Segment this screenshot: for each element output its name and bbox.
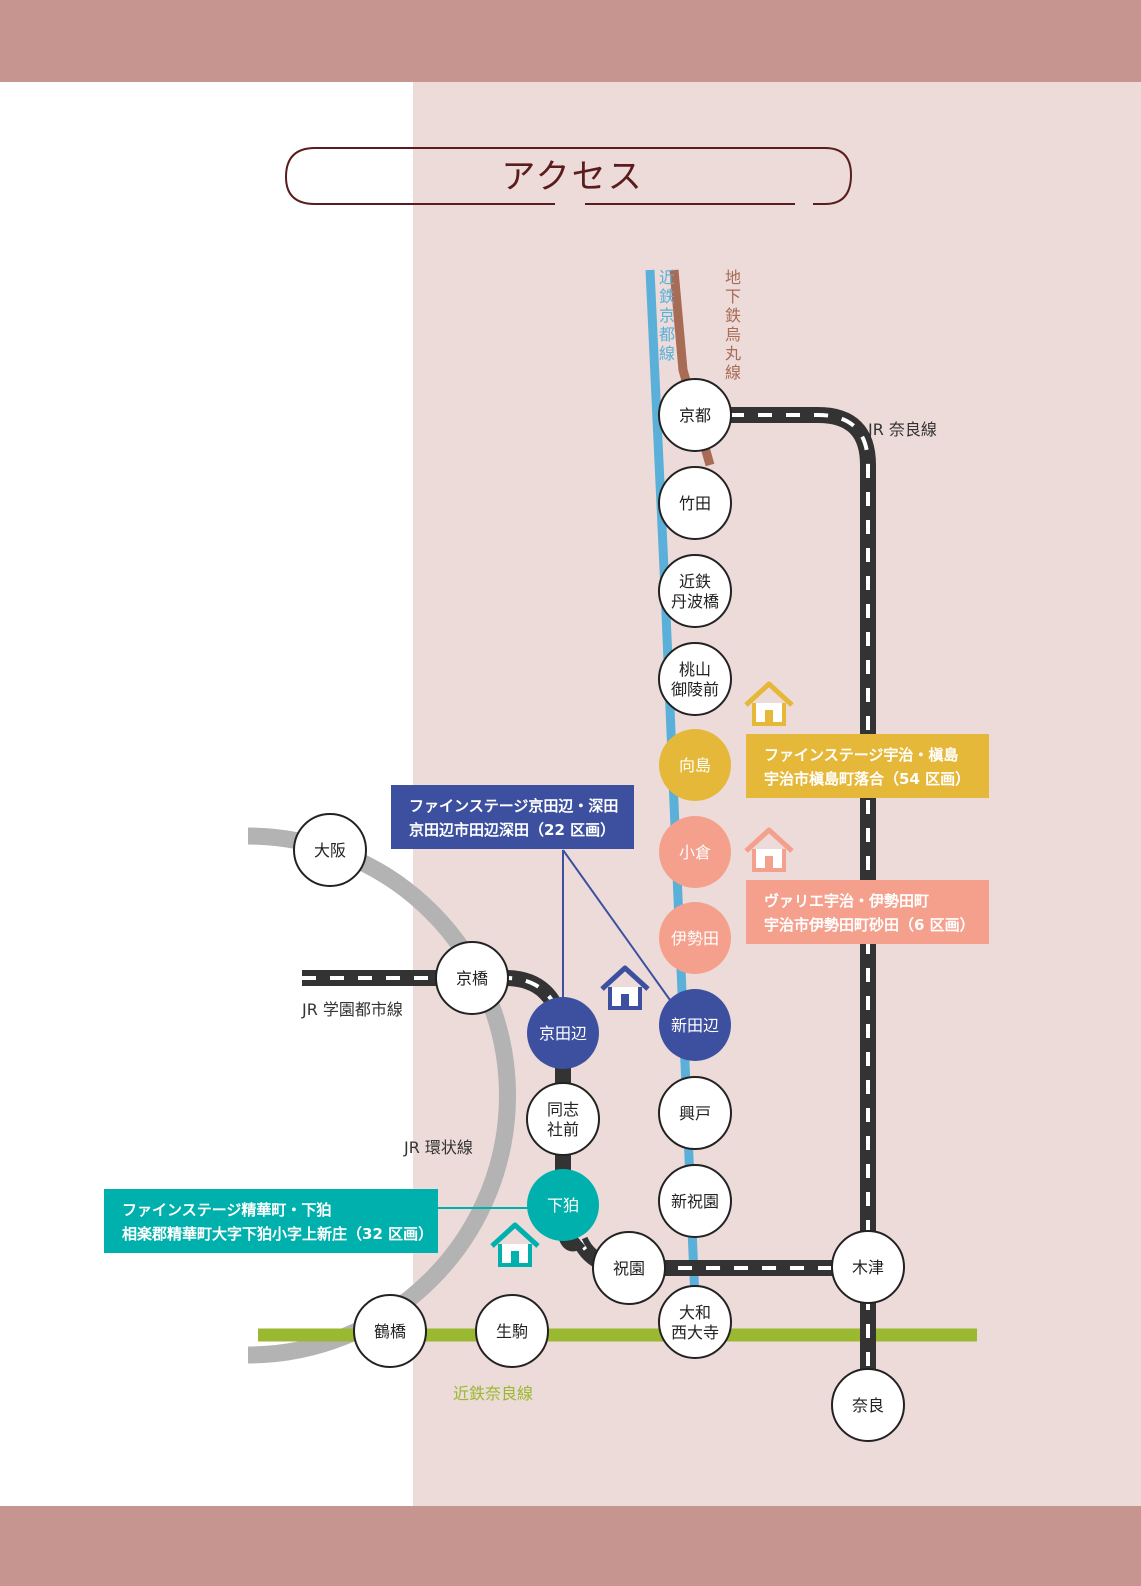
house-icon bbox=[744, 681, 794, 726]
station-label: 近鉄丹波橋 bbox=[671, 572, 719, 611]
station-marker bbox=[658, 1076, 732, 1150]
station-label: 祝園 bbox=[613, 1259, 645, 1278]
station-kyotanabe: 京田辺 bbox=[527, 997, 599, 1069]
karasuma-line-label: 地下鉄烏丸線 bbox=[724, 268, 741, 382]
station-shintanabe: 新田辺 bbox=[659, 989, 731, 1061]
station-marker bbox=[658, 642, 732, 716]
station-label: 奈良 bbox=[852, 1396, 884, 1415]
station-marker bbox=[831, 1368, 905, 1442]
station-marker bbox=[659, 989, 731, 1061]
station-takeda: 竹田 bbox=[658, 466, 732, 540]
property-address: 宇治市槇島町落合（54 区画） bbox=[764, 770, 971, 788]
station-kizu: 木津 bbox=[831, 1230, 905, 1304]
station-marker bbox=[592, 1231, 666, 1305]
station-momoyama: 桃山御陵前 bbox=[658, 642, 732, 716]
station-label: 竹田 bbox=[679, 494, 711, 513]
station-marker bbox=[659, 902, 731, 974]
station-osaka: 大阪 bbox=[293, 813, 367, 887]
property-box-makishima: ファインステージ宇治・槇島 宇治市槇島町落合（54 区画） bbox=[746, 734, 989, 798]
station-marker bbox=[293, 813, 367, 887]
station-marker bbox=[658, 466, 732, 540]
property-name: ヴァリエ宇治・伊勢田町 bbox=[764, 892, 930, 910]
station-label: 小倉 bbox=[679, 843, 711, 862]
jr-loop-line-label: JR 環状線 bbox=[404, 1138, 473, 1157]
station-marker bbox=[527, 997, 599, 1069]
station-yamatosaidaiji: 大和西大寺 bbox=[658, 1285, 732, 1359]
station-shimokoma: 下狛 bbox=[527, 1169, 599, 1241]
station-label: 木津 bbox=[852, 1258, 884, 1277]
station-marker bbox=[659, 816, 731, 888]
house-icon bbox=[600, 965, 650, 1010]
station-tsuruhashi: 鶴橋 bbox=[353, 1294, 427, 1368]
page-title-text: アクセス bbox=[501, 157, 644, 197]
station-label: 鶴橋 bbox=[374, 1322, 406, 1341]
station-marker bbox=[831, 1230, 905, 1304]
station-marker bbox=[353, 1294, 427, 1368]
station-label: 京田辺 bbox=[539, 1024, 587, 1043]
title-frame bbox=[285, 147, 853, 205]
station-label: 向島 bbox=[679, 756, 711, 775]
house-icon bbox=[744, 827, 794, 872]
station-marker bbox=[658, 1285, 732, 1359]
station-label: 下狛 bbox=[547, 1196, 579, 1215]
station-doshisha: 同志社前 bbox=[526, 1082, 600, 1156]
station-shinhosono: 新祝園 bbox=[658, 1164, 732, 1238]
top-band bbox=[0, 0, 1141, 82]
page-title: アクセス bbox=[285, 147, 860, 207]
station-label: 大阪 bbox=[314, 841, 346, 860]
station-ikoma: 生駒 bbox=[475, 1294, 549, 1368]
house-icon bbox=[490, 1222, 540, 1267]
station-marker bbox=[658, 378, 732, 452]
jr-nara-line-label: JR 奈良線 bbox=[868, 420, 937, 439]
property-address: 宇治市伊勢田町砂田（6 区画） bbox=[764, 916, 975, 934]
station-hosono: 祝園 bbox=[592, 1231, 666, 1305]
station-marker bbox=[659, 729, 731, 801]
kintetsu-kyoto-line-label: 近鉄京都線 bbox=[658, 268, 675, 363]
property-address: 京田辺市田辺深田（22 区画） bbox=[409, 821, 616, 839]
station-label: 伊勢田 bbox=[671, 929, 719, 948]
station-nara: 奈良 bbox=[831, 1368, 905, 1442]
station-label: 同志社前 bbox=[547, 1100, 579, 1139]
callout-line-shintanabe bbox=[562, 849, 671, 1001]
station-label: 新田辺 bbox=[671, 1016, 719, 1035]
kintetsu-nara-line-label: 近鉄奈良線 bbox=[453, 1384, 534, 1403]
station-label: 桃山御陵前 bbox=[671, 660, 719, 699]
station-marker bbox=[658, 1164, 732, 1238]
station-kyoto: 京都 bbox=[658, 378, 732, 452]
station-marker bbox=[475, 1294, 549, 1368]
property-name: ファインステージ宇治・槇島 bbox=[764, 746, 959, 764]
station-iseda: 伊勢田 bbox=[659, 902, 731, 974]
property-name: ファインステージ京田辺・深田 bbox=[409, 797, 619, 815]
station-label: 生駒 bbox=[496, 1322, 528, 1341]
station-kyobashi: 京橋 bbox=[435, 941, 509, 1015]
station-label: 大和西大寺 bbox=[671, 1303, 719, 1342]
station-marker bbox=[658, 554, 732, 628]
station-label: 京都 bbox=[679, 406, 711, 425]
jr-gakkentoshi-line-label: JR 学園都市線 bbox=[302, 1000, 403, 1019]
bottom-band bbox=[0, 1506, 1141, 1586]
station-label: 新祝園 bbox=[671, 1192, 719, 1211]
property-name: ファインステージ精華町・下狛 bbox=[122, 1201, 332, 1219]
station-marker bbox=[527, 1169, 599, 1241]
station-marker bbox=[435, 941, 509, 1015]
station-label: 興戸 bbox=[679, 1104, 711, 1123]
property-box-fukada: ファインステージ京田辺・深田 京田辺市田辺深田（22 区画） bbox=[391, 785, 634, 849]
station-label: 京橋 bbox=[456, 969, 488, 988]
station-mukaijima: 向島 bbox=[659, 729, 731, 801]
property-box-iseda: ヴァリエ宇治・伊勢田町 宇治市伊勢田町砂田（6 区画） bbox=[746, 880, 989, 944]
station-marker bbox=[526, 1082, 600, 1156]
jr-loop-line bbox=[247, 827, 516, 1364]
station-kounoto: 興戸 bbox=[658, 1076, 732, 1150]
property-address: 相楽郡精華町大字下狛小字上新庄（32 区画） bbox=[122, 1225, 434, 1243]
property-box-shimokoma: ファインステージ精華町・下狛 相楽郡精華町大字下狛小字上新庄（32 区画） bbox=[104, 1189, 438, 1253]
station-ogura: 小倉 bbox=[659, 816, 731, 888]
station-tanbabashi: 近鉄丹波橋 bbox=[658, 554, 732, 628]
